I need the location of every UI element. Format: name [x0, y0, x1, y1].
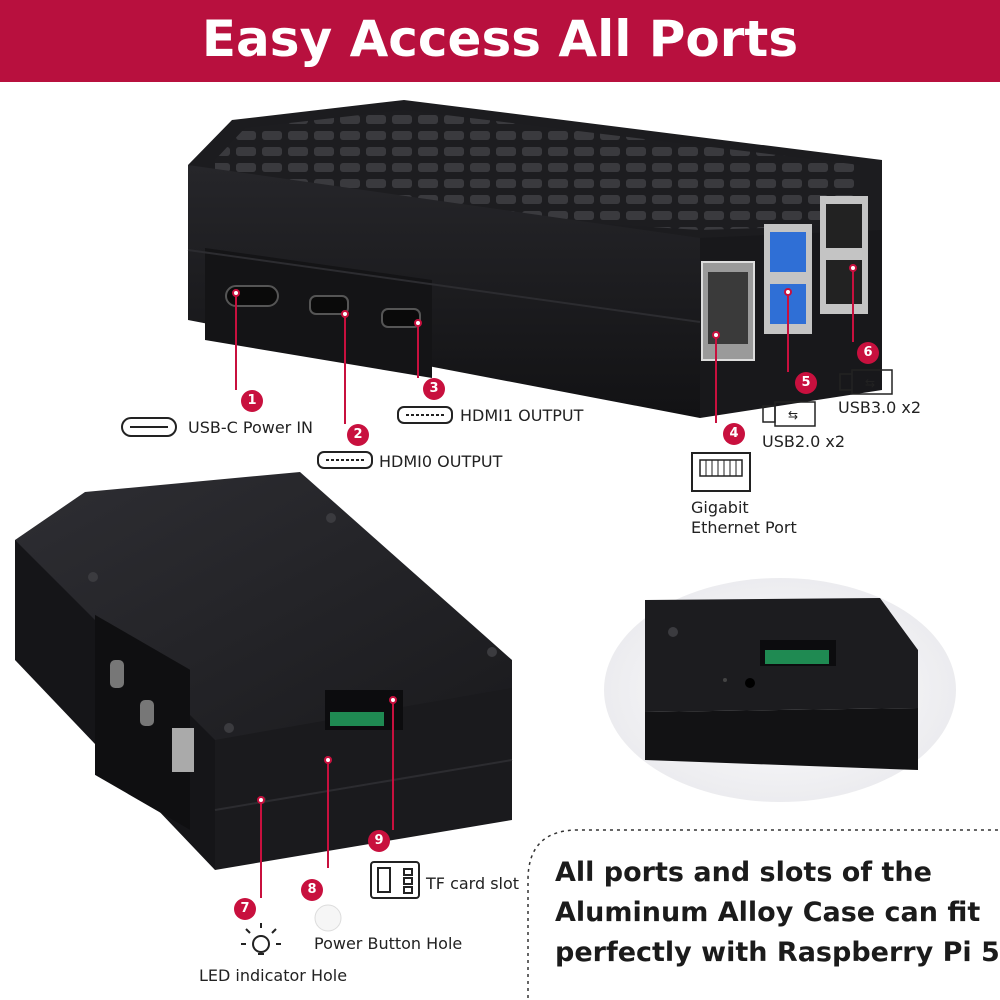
- callout-4-badge: 4: [723, 423, 745, 445]
- usb3-label: USB3.0 x2: [838, 398, 922, 417]
- power-button-label: Power Button Hole: [314, 934, 463, 953]
- product-illustration: ⇆ ⇆: [15, 100, 1000, 998]
- callout-1-badge: 1: [241, 390, 263, 412]
- page-title: Easy Access All Ports: [201, 10, 799, 68]
- description-line-1: All ports and slots of the: [555, 857, 932, 888]
- callout-2-badge: 2: [347, 424, 369, 446]
- tf-card-label: TF card slot: [426, 874, 520, 893]
- leader-lines: [235, 268, 854, 898]
- callout-9-badge: 9: [368, 830, 390, 852]
- ethernet-label-line1: Gigabit: [691, 498, 749, 517]
- micro-hdmi-port-icon-2: [397, 406, 453, 424]
- ethernet-label-line2: Ethernet Port: [691, 518, 797, 537]
- callout-6-badge: 6: [857, 342, 879, 364]
- usb-plug-icon-2: ⇆: [839, 369, 893, 395]
- ethernet-port-icon: [691, 452, 751, 492]
- callout-7-badge: 7: [234, 898, 256, 920]
- zoom-detail-image: [604, 578, 956, 802]
- compatibility-description: All ports and slots of the Aluminum Allo…: [555, 853, 1000, 973]
- callout-5-badge: 5: [795, 372, 817, 394]
- light-bulb-icon: [241, 923, 281, 955]
- title-banner: Easy Access All Ports: [0, 0, 1000, 82]
- hdmi0-output-label: HDMI0 OUTPUT: [379, 452, 503, 471]
- led-indicator-label: LED indicator Hole: [199, 966, 348, 985]
- usb-c-power-label: USB-C Power IN: [188, 418, 314, 437]
- callout-8-badge: 8: [301, 879, 323, 901]
- description-line-3: perfectly with Raspberry Pi 5.: [555, 937, 1000, 968]
- usb-plug-icon: ⇆: [762, 401, 816, 427]
- sd-card-icon: [370, 861, 420, 899]
- bottom-case-image: [15, 472, 513, 870]
- svg-text:⇆: ⇆: [788, 408, 798, 422]
- callout-3-badge: 3: [423, 378, 445, 400]
- svg-text:⇆: ⇆: [865, 376, 875, 390]
- usb2-label: USB2.0 x2: [762, 432, 846, 451]
- usb-c-port-icon: [121, 417, 177, 437]
- description-line-2: Aluminum Alloy Case can fit: [555, 897, 981, 928]
- round-button-icon: [314, 904, 342, 932]
- top-case-image: [187, 100, 882, 418]
- hdmi1-output-label: HDMI1 OUTPUT: [460, 406, 584, 425]
- micro-hdmi-port-icon: [317, 451, 373, 469]
